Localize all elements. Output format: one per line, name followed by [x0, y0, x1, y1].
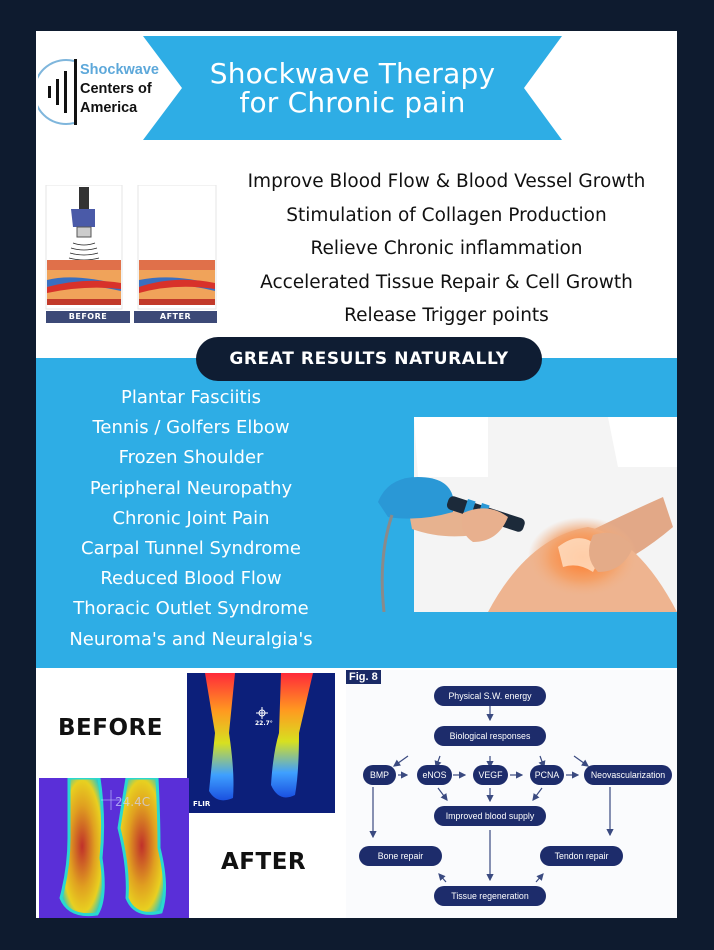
illustration-after-label: AFTER	[134, 311, 217, 323]
knee-treatment-image	[378, 417, 677, 613]
node-bmp: BMP	[363, 765, 396, 785]
title-ribbon: Shockwave Therapy for Chronic pain	[143, 36, 562, 140]
diagram-arrows	[369, 706, 614, 883]
thermal-temp-a: 22.7°	[255, 720, 273, 727]
knee-treatment-photo	[378, 417, 677, 613]
conditions-list: Plantar Fasciitis Tennis / Golfers Elbow…	[50, 383, 332, 655]
condition-item: Frozen Shoulder	[118, 447, 264, 469]
benefit-item: Release Trigger points	[344, 305, 549, 326]
tissue-illustration	[45, 185, 217, 310]
benefit-item: Improve Blood Flow & Blood Vessel Growth	[247, 171, 646, 192]
node-neovascularization: Neovascularization	[584, 765, 672, 785]
title-line-2: for Chronic pain	[239, 86, 466, 119]
thermal-temp-b: 24.4C	[115, 795, 151, 809]
condition-item: Chronic Joint Pain	[112, 507, 270, 529]
condition-item: Carpal Tunnel Syndrome	[81, 538, 301, 560]
node-tendon-repair: Tendon repair	[540, 846, 623, 866]
soundwave-circle-icon	[38, 59, 77, 125]
logo-line-1: Shockwave	[80, 62, 159, 78]
illustration-before-label: BEFORE	[46, 311, 130, 323]
title-line-1: Shockwave Therapy	[209, 57, 496, 90]
great-results-banner: GREAT RESULTS NATURALLY	[196, 337, 542, 381]
node-pcna: PCNA	[530, 765, 564, 785]
ribbon-shape	[143, 36, 562, 140]
thermal-before-label: BEFORE	[58, 715, 163, 741]
benefit-item: Stimulation of Collagen Production	[286, 204, 607, 226]
figure-tag: Fig. 8	[346, 670, 381, 684]
page-title: Shockwave Therapy for Chronic pain	[143, 36, 562, 140]
condition-item: Tennis / Golfers Elbow	[92, 417, 290, 439]
logo-line-2: Centers of	[80, 81, 152, 97]
condition-item: Peripheral Neuropathy	[89, 477, 293, 499]
condition-item: Plantar Fasciitis	[121, 387, 261, 408]
thermal-after-label: AFTER	[221, 849, 307, 875]
node-physical-energy: Physical S.W. energy	[434, 686, 546, 706]
node-tissue-regeneration: Tissue regeneration	[434, 886, 546, 906]
node-vegf: VEGF	[473, 765, 508, 785]
biological-response-diagram: Fig. 8	[346, 670, 677, 918]
node-enos: eNOS	[417, 765, 452, 785]
flir-logo: FLIR	[193, 800, 211, 808]
logo-text: Shockwave Centers of America	[80, 61, 159, 118]
condition-item: Neuroma's and Neuralgia's	[69, 628, 313, 650]
poster-card: Shockwave Centers of America Shockwave T…	[36, 31, 677, 918]
thermal-image-blue: 22.7° FLIR	[187, 673, 335, 813]
benefit-item: Relieve Chronic inflammation	[310, 238, 583, 259]
benefit-item: Accelerated Tissue Repair & Cell Growth	[260, 271, 633, 293]
logo: Shockwave Centers of America	[38, 55, 159, 129]
thermal-image-purple: 24.4C	[39, 776, 189, 918]
logo-line-3: America	[80, 100, 138, 116]
condition-item: Reduced Blood Flow	[100, 568, 282, 590]
node-bone-repair: Bone repair	[359, 846, 442, 866]
before-after-illustration: BEFORE AFTER	[45, 185, 218, 323]
benefits-list: Improve Blood Flow & Blood Vessel Growth…	[226, 165, 667, 333]
node-biological-responses: Biological responses	[434, 726, 546, 746]
node-improved-blood-supply: Improved blood supply	[434, 806, 546, 826]
condition-item: Thoracic Outlet Syndrome	[73, 598, 309, 620]
